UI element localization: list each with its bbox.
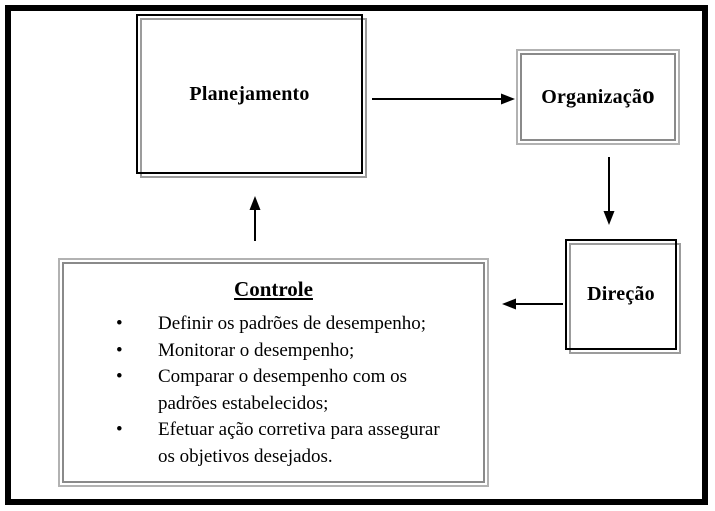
- organizacao-box-inner-border: Organização: [520, 53, 676, 141]
- direcao-box: Direção: [565, 239, 681, 354]
- organizacao-label: Organização: [541, 83, 655, 109]
- organizacao-label-main: Organizaçã: [541, 85, 643, 108]
- outer-frame: [5, 5, 708, 505]
- controle-bullet-list: Definir os padrões de desempenho; Monito…: [64, 311, 483, 470]
- bullet-icon: [116, 417, 158, 470]
- planejamento-label: Planejamento: [189, 82, 310, 105]
- direcao-box-shadow: [569, 243, 681, 354]
- bullet-icon: [116, 311, 158, 338]
- planejamento-box: Planejamento: [136, 14, 367, 178]
- direcao-label: Direção: [587, 283, 655, 305]
- bullet-text: Definir os padrões de desempenho;: [158, 313, 427, 334]
- list-item: Monitorar o desempenho;: [116, 338, 483, 365]
- bullet-text: Efetuar ação corretiva para assegurar os…: [158, 419, 440, 467]
- list-item: Comparar o desempenho com os padrões est…: [116, 364, 483, 417]
- organizacao-label-suffix: o: [642, 81, 655, 109]
- controle-box: Controle Definir os padrões de desempenh…: [58, 258, 489, 487]
- list-item: Definir os padrões de desempenho;: [116, 311, 483, 338]
- bullet-text: Monitorar o desempenho;: [158, 339, 355, 361]
- bullet-text: Comparar o desempenho com os padrões est…: [158, 366, 408, 414]
- planejamento-box-shadow: [140, 18, 367, 178]
- list-item: Efetuar ação corretiva para assegurar os…: [116, 417, 483, 470]
- planejamento-box-face: Planejamento: [136, 14, 363, 174]
- direcao-box-face: Direção: [565, 239, 677, 350]
- controle-title: Controle: [234, 277, 313, 301]
- controle-box-inner-border: Controle Definir os padrões de desempenh…: [62, 262, 485, 483]
- bullet-icon: [116, 364, 158, 417]
- organizacao-box: Organização: [516, 49, 680, 145]
- bullet-icon: [116, 338, 158, 365]
